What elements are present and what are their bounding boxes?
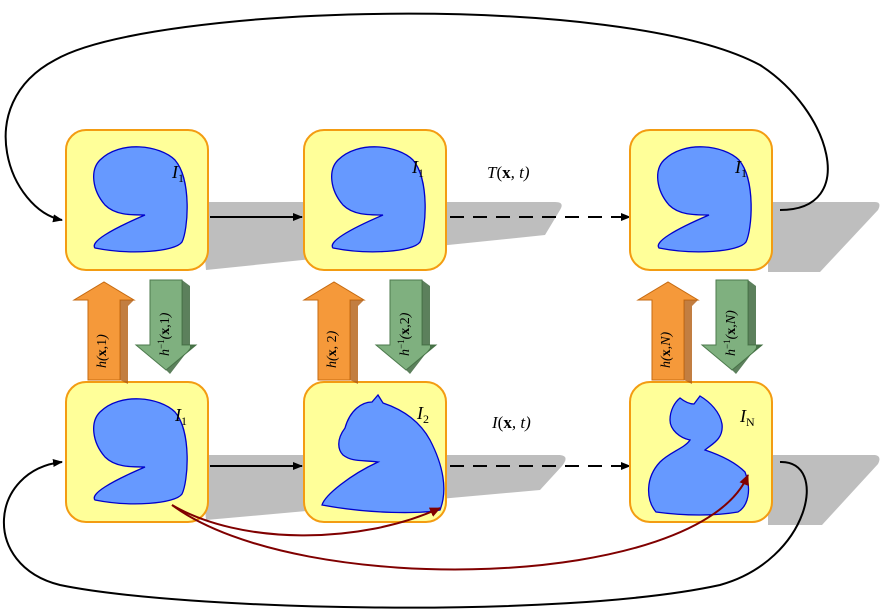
forward-map-label-2: h(x, 2) xyxy=(325,330,340,368)
frame-label-top-3: I1 xyxy=(735,157,747,180)
frame-label-top-1: I1 xyxy=(172,162,184,185)
frame-top-2 xyxy=(303,129,447,271)
inverse-map-label-1: h−1(x,1) xyxy=(156,312,173,356)
shadows xyxy=(200,202,880,525)
shadow-bottom-right xyxy=(768,455,880,525)
registration-arrow-1-2 xyxy=(171,504,441,537)
frame-bottom-3 xyxy=(629,381,773,523)
shape-horse-head xyxy=(321,393,445,514)
inverse-map-arrow-2 xyxy=(374,279,438,374)
inverse-map-arrow-1 xyxy=(134,279,198,374)
forward-map-label-N: h(x,N) xyxy=(659,331,674,368)
frame-label-bottom-1: I1 xyxy=(175,405,187,428)
frame-bottom-1 xyxy=(65,381,209,523)
registration-arrow-1-N xyxy=(171,474,749,571)
row-label-image: I(x, t) xyxy=(492,413,531,432)
inverse-map-label-N: h−1(x,N) xyxy=(722,310,739,356)
shape-cat xyxy=(647,395,750,516)
inverse-map-label-2: h−1(x,2) xyxy=(396,312,413,356)
forward-map-arrow-3 xyxy=(636,281,700,384)
frame-top-1 xyxy=(65,129,209,271)
forward-map-label-1: h(x,1) xyxy=(95,334,110,368)
shadow-top-right xyxy=(768,202,880,272)
frame-label-bottom-N: IN xyxy=(740,406,755,429)
frame-bottom-2 xyxy=(303,381,447,523)
shape-blob xyxy=(93,398,188,505)
loop-arrow-bottom xyxy=(3,459,808,609)
forward-map-arrow-1 xyxy=(72,281,136,384)
frame-top-3 xyxy=(629,129,773,271)
loop-arrow-top xyxy=(4,12,829,223)
inverse-map-arrow-3 xyxy=(700,279,764,374)
frame-label-bottom-2: I2 xyxy=(417,403,429,426)
frame-label-top-2: I1 xyxy=(412,157,424,180)
row-label-template: T(x, t) xyxy=(487,163,530,182)
forward-map-arrow-2 xyxy=(302,281,366,384)
